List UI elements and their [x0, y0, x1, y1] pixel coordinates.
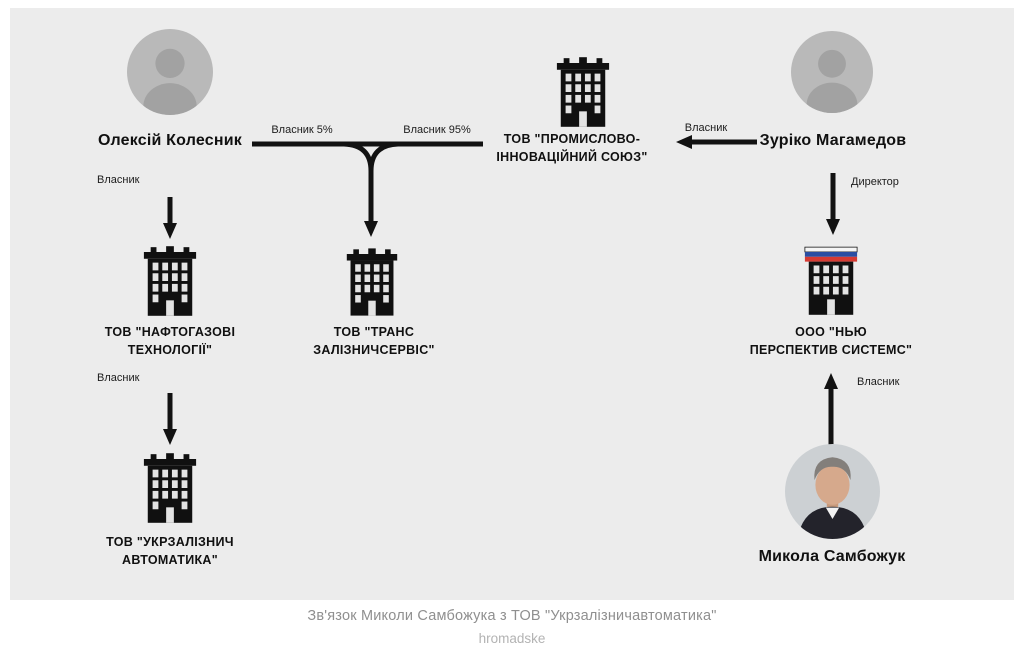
- newperspektiv-building-flag-icon: [802, 244, 860, 316]
- caption-source: hromadske: [478, 631, 546, 646]
- sambozhuk-photo-avatar: [785, 444, 880, 539]
- edge-label-owner-95: Власник 95%: [403, 124, 471, 136]
- company-name-promyslovo: ТОВ "ПРОМИСЛОВО- ІННОВАЦІЙНИЙ СОЮЗ": [496, 132, 648, 165]
- person-name-magamedov: Зуріко Магамедов: [759, 132, 907, 149]
- edge-label-magamedov-owner: Власник: [684, 122, 728, 134]
- edge-label-sambozhuk-owner: Власник: [857, 376, 900, 388]
- company-name-trans: ТОВ "ТРАНС ЗАЛІЗНИЧСЕРВІС": [313, 325, 435, 358]
- trans-building-icon: [344, 247, 400, 317]
- edge-label-naftogazovi-owner: Власник: [97, 372, 140, 384]
- ukrzaliznych-building-icon: [141, 452, 199, 524]
- edge-label-director: Директор: [851, 176, 899, 188]
- company-name-ukrzaliznych: ТОВ "УКРЗАЛІЗНИЧ АВТОМАТИКА": [106, 535, 234, 568]
- kolesnyk-avatar-icon: [127, 29, 213, 115]
- person-name-sambozhuk: Микола Самбожук: [758, 548, 906, 565]
- company-name-naftogazovi: ТОВ "НАФТОГАЗОВІ ТЕХНОЛОГІЇ": [104, 325, 236, 358]
- caption-title: Зв'язок Миколи Самбожука з ТОВ "Укрзаліз…: [307, 608, 717, 624]
- company-name-newperspektiv: ООО "НЬЮ ПЕРСПЕКТИВ СИСТЕМС": [749, 325, 913, 358]
- edge-label-kolesnyk-owner: Власник: [97, 174, 140, 186]
- promyslovo-building-icon: [554, 57, 612, 127]
- magamedov-avatar-icon: [791, 31, 873, 113]
- person-name-kolesnyk: Олексій Колесник: [98, 132, 242, 149]
- edge-label-owner-5: Власник 5%: [271, 124, 333, 136]
- naftogazovi-building-icon: [141, 245, 199, 317]
